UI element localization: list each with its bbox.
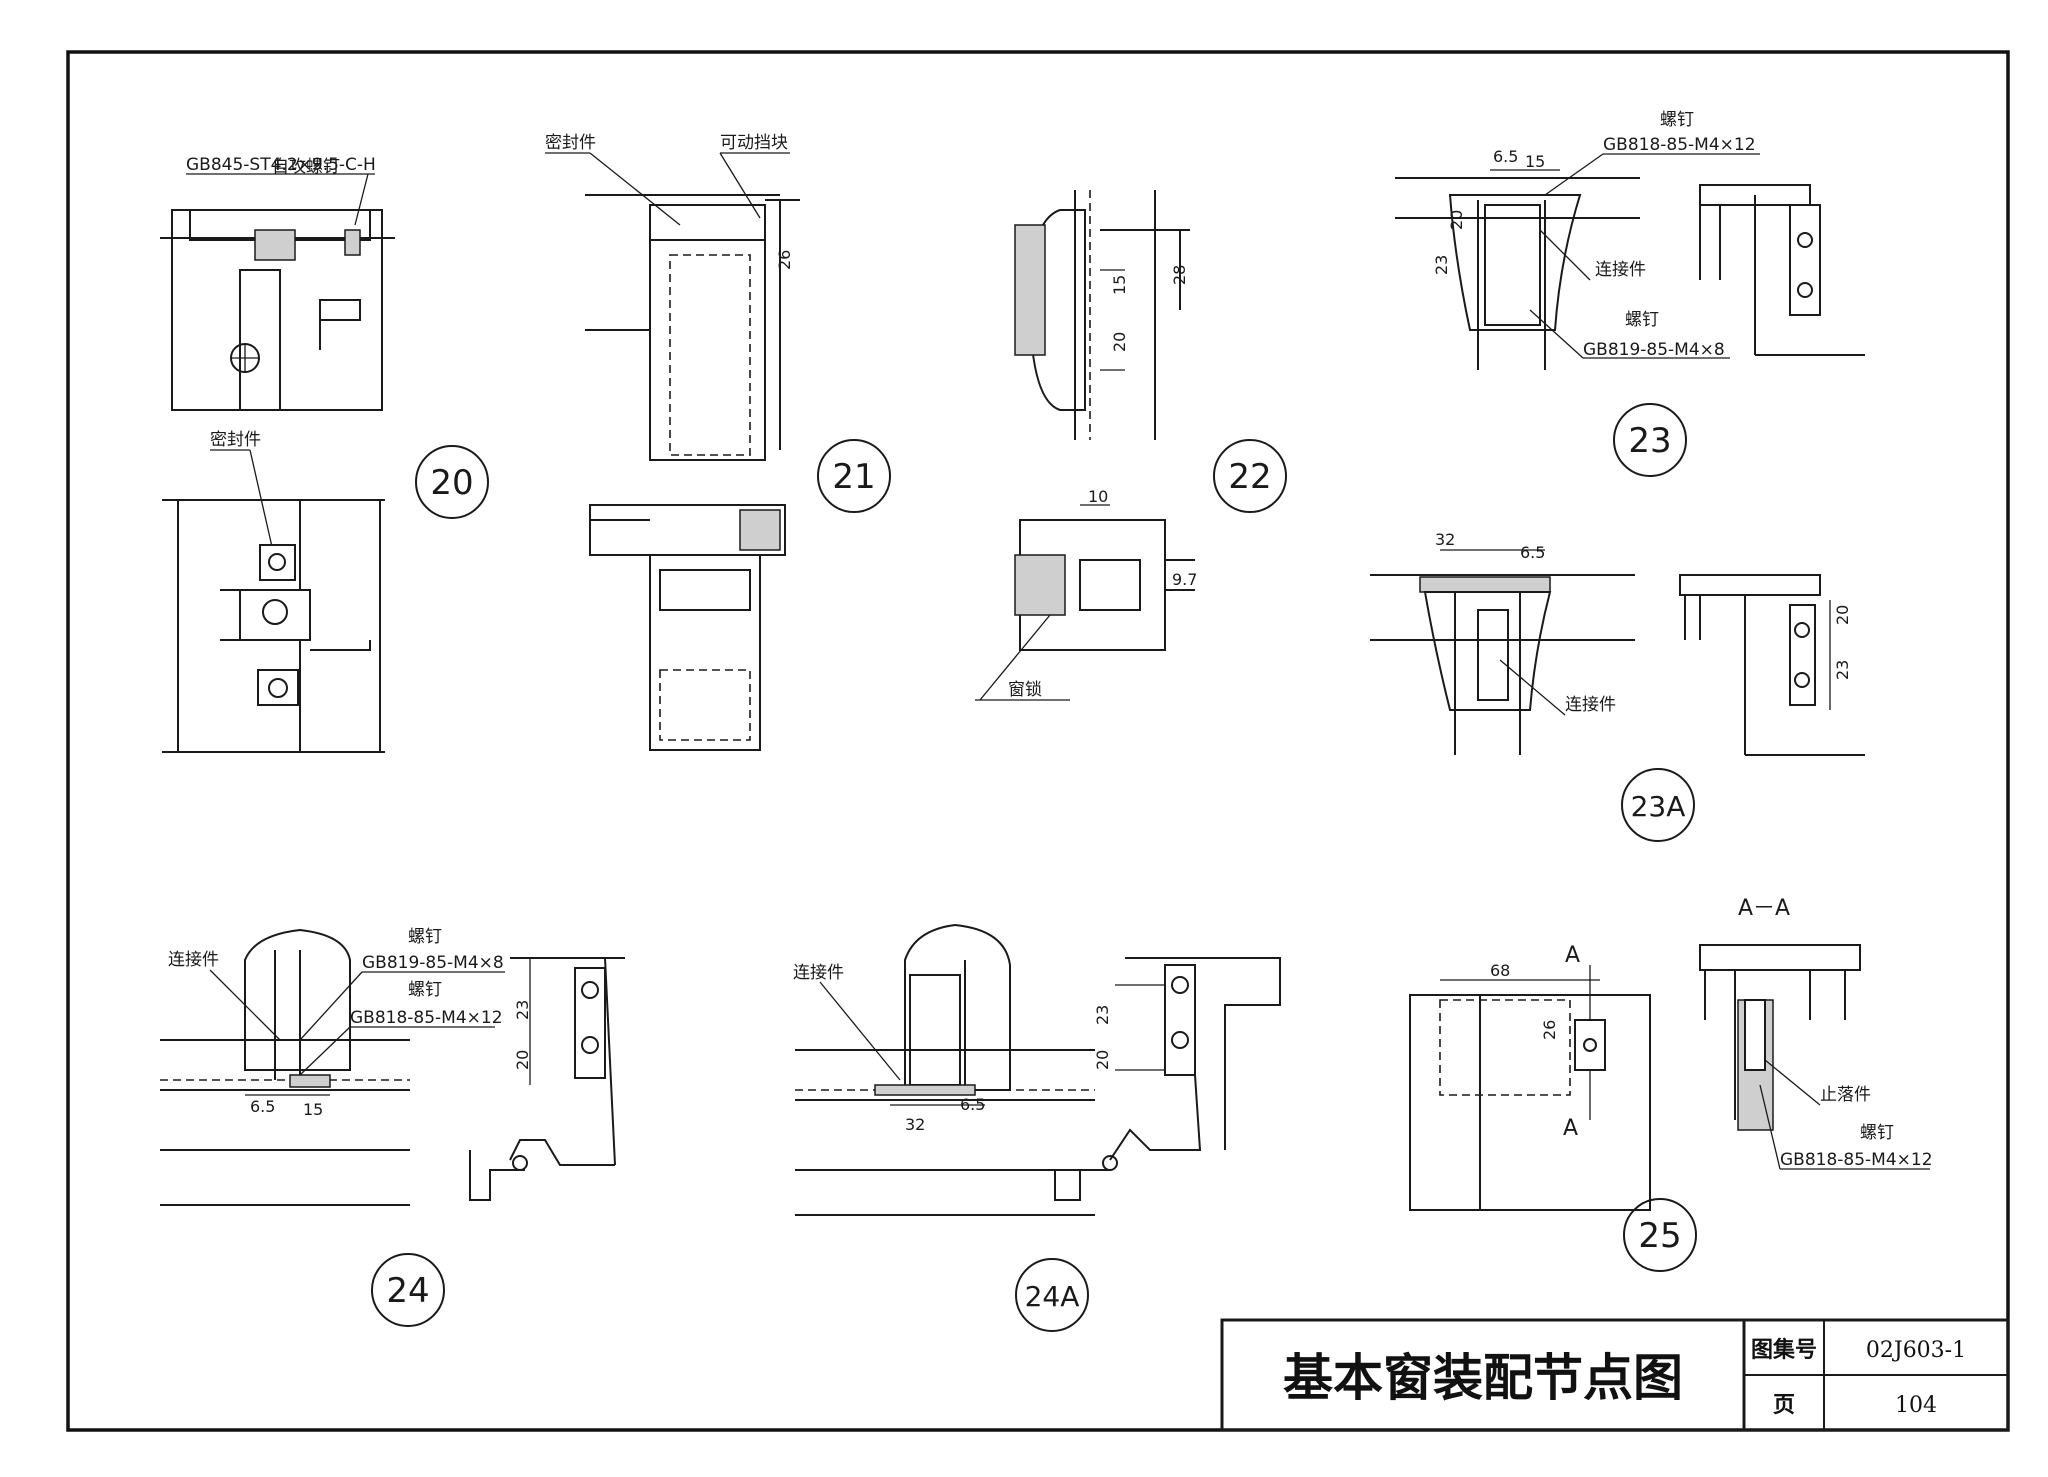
d23a-dim1: 32 (1435, 530, 1455, 549)
atlas-number-label: 图集号 (1751, 1337, 1817, 1363)
d22-lock-label: 窗锁 (1008, 680, 1042, 700)
d24-screw2-label: 螺钉 (408, 980, 442, 1000)
d23a-dim2: 6.5 (1520, 543, 1545, 562)
detail-20-number: 20 (430, 463, 473, 503)
d25-section-label: A－A (1738, 896, 1790, 921)
d24-screw2-spec: GB818-85-M4×12 (350, 1008, 503, 1028)
detail-21: 密封件 可动挡块 26 (545, 133, 800, 751)
d23a-conn-label: 连接件 (1565, 695, 1616, 715)
d24-screw1-spec: GB819-85-M4×8 (362, 953, 504, 973)
d22-dim1: 28 (1170, 265, 1189, 285)
d22-dim2: 15 (1110, 275, 1129, 295)
d20-screw-label: 自攻螺钉 (272, 157, 340, 177)
d24a-dim4: 20 (1093, 1050, 1112, 1070)
detail-25: A－A A A 68 26 止落件 螺钉 GB818-85-M4×12 (1409, 896, 1933, 1211)
detail-25-bubble (1623, 1198, 1697, 1272)
d24a-dim1: 32 (905, 1115, 925, 1134)
detail-22-number: 22 (1228, 457, 1271, 497)
detail-22-bubble (1213, 439, 1287, 513)
d23-dim1: 6.5 (1493, 147, 1518, 166)
d20-seal-label: 密封件 (210, 430, 261, 450)
d25-stop-label: 止落件 (1820, 1085, 1871, 1105)
d25-a-top: A (1565, 943, 1580, 968)
detail-25-number: 25 (1638, 1216, 1681, 1256)
d23-dim4: 23 (1432, 255, 1451, 275)
detail-24A-number: 24A (1025, 1280, 1080, 1313)
d25-screw-spec: GB818-85-M4×12 (1780, 1150, 1933, 1170)
detail-22: 28 15 20 10 9.7 窗锁 (975, 190, 1197, 701)
d23a-dim3: 20 (1833, 605, 1852, 625)
title-block: 基本窗装配节点图 图集号 02J603-1 页 104 (1220, 1318, 2010, 1432)
d24a-conn-label: 连接件 (793, 963, 844, 983)
d25-screw-label: 螺钉 (1860, 1123, 1894, 1143)
d22-dim5: 9.7 (1172, 570, 1197, 589)
detail-23-number: 23 (1628, 421, 1671, 461)
detail-24-bubble (371, 1253, 445, 1327)
d24-dim1: 6.5 (250, 1097, 275, 1116)
d23-conn-label: 连接件 (1595, 260, 1646, 280)
detail-23A-bubble (1621, 768, 1695, 842)
d21-dim: 26 (775, 250, 794, 270)
d23a-dim4: 23 (1833, 660, 1852, 680)
d21-block-label: 可动挡块 (720, 133, 788, 153)
d23-screw2-label: 螺钉 (1625, 310, 1659, 330)
detail-23A-number: 23A (1631, 790, 1686, 823)
d23-screw2-spec: GB819-85-M4×8 (1583, 340, 1725, 360)
d23-dim3: 20 (1447, 210, 1466, 230)
page-value: 104 (1895, 1393, 1937, 1418)
d24-dim3: 23 (513, 1000, 532, 1020)
detail-23A: 32 6.5 连接件 20 23 (1370, 530, 1865, 756)
detail-24A-bubble (1015, 1258, 1089, 1332)
detail-24-number: 24 (386, 1271, 429, 1311)
page-label: 页 (1773, 1393, 1795, 1418)
d22-dim3: 20 (1110, 332, 1129, 352)
sheet-title: 基本窗装配节点图 (1283, 1348, 1683, 1407)
d24-screw1-label: 螺钉 (408, 927, 442, 947)
detail-20-bubble (415, 445, 489, 519)
detail-21-bubble (817, 439, 891, 513)
d21-seal-label: 密封件 (545, 133, 596, 153)
detail-24: 连接件 螺钉 GB819-85-M4×8 螺钉 GB818-85-M4×12 6… (160, 927, 625, 1206)
d25-dim1: 68 (1490, 961, 1510, 980)
d25-a-bottom: A (1563, 1116, 1578, 1141)
d20-screw-spec-text: GB845-ST4.2×9.5-C-H (186, 155, 376, 175)
detail-24A: 连接件 32 6.5 23 20 (793, 923, 1281, 1216)
detail-23-bubble (1613, 403, 1687, 477)
detail-20: 自攻螺钉 GB845-ST4.2×9.5-C-H 密封件 (160, 155, 395, 753)
atlas-number-value: 02J603-1 (1866, 1338, 1966, 1363)
d24-dim2: 15 (303, 1100, 323, 1119)
d23-dim2: 15 (1525, 152, 1545, 171)
d22-dim4: 10 (1088, 487, 1108, 506)
d23-screw1-spec: GB818-85-M4×12 (1603, 135, 1756, 155)
d24a-dim3: 23 (1093, 1005, 1112, 1025)
d25-dim2: 26 (1540, 1020, 1559, 1040)
d23-screw1-label: 螺钉 (1660, 110, 1694, 130)
d24-conn-label: 连接件 (168, 950, 219, 970)
sheet-border (66, 50, 2010, 1432)
detail-23: 螺钉 GB818-85-M4×12 6.5 15 20 23 连接件 螺钉 GB… (1395, 110, 1865, 370)
d24-dim4: 20 (513, 1050, 532, 1070)
detail-21-number: 21 (832, 457, 875, 497)
